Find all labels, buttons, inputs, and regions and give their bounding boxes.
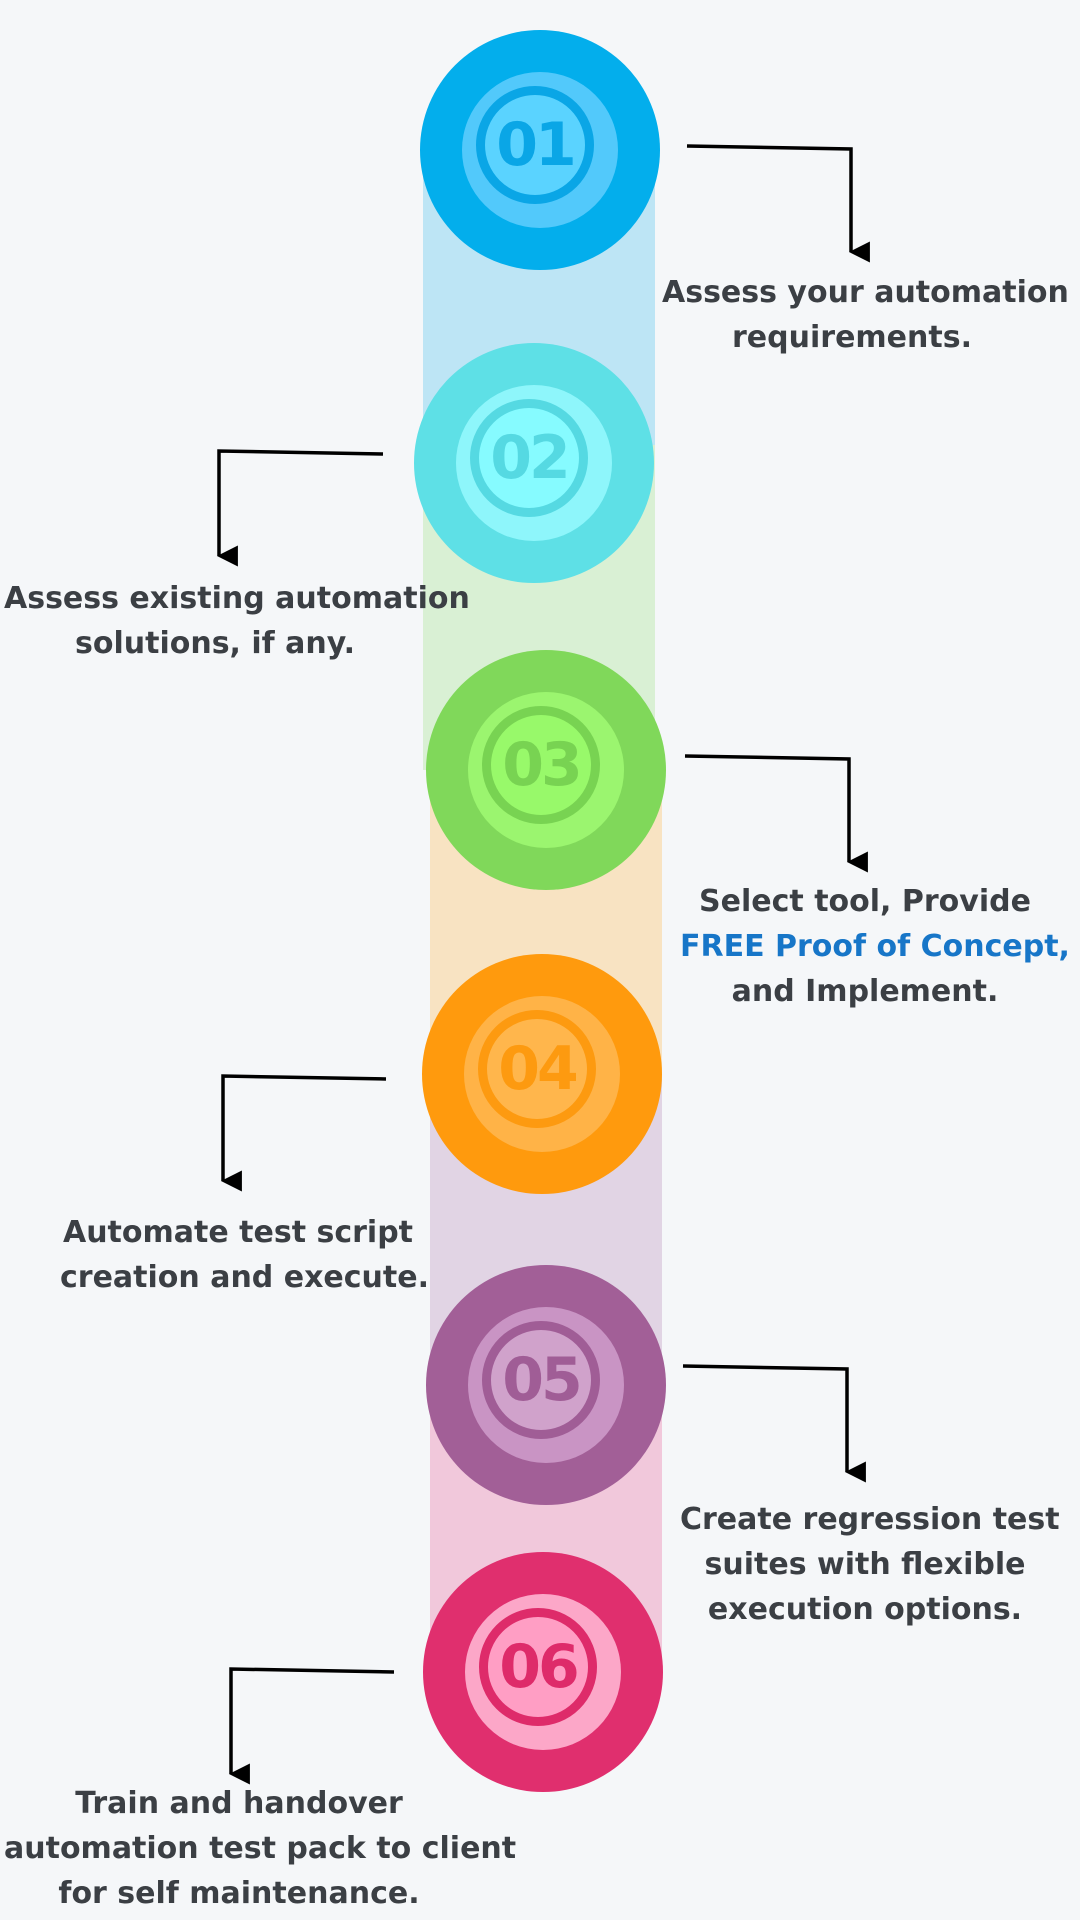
step-4-number: 04: [498, 1034, 578, 1104]
connector-5: [682, 1364, 866, 1483]
step-2-label: Assess existing automation solutions, if…: [4, 581, 470, 661]
step-3-circle: 03: [426, 650, 666, 890]
connector-6: [228, 1667, 395, 1785]
step-2-number: 02: [490, 423, 570, 493]
step-1-circle: 01: [420, 30, 660, 270]
step-5-number: 05: [502, 1345, 582, 1415]
connector-1: [686, 144, 870, 263]
step-1-label: Assess your automation requirements.: [662, 275, 1069, 355]
step-3-label: Select tool, Provide FREE Proof of Conce…: [680, 884, 1070, 1009]
connector-3: [684, 754, 868, 873]
step-4-label: Automate test script creation and execut…: [60, 1215, 429, 1295]
connector-2: [216, 449, 384, 567]
step-6-circle: 06: [423, 1552, 663, 1792]
free-proof-of-concept-highlight: FREE Proof of Concept,: [680, 929, 1070, 964]
step-5-circle: 05: [426, 1265, 666, 1505]
step-1-number: 01: [496, 110, 576, 180]
step-5-label: Create regression test suites with flexi…: [680, 1502, 1060, 1627]
step-6-label: Train and handover automation test pack …: [4, 1786, 517, 1911]
step-4-circle: 04: [422, 954, 662, 1194]
step-6-number: 06: [499, 1632, 579, 1702]
connector-4: [220, 1074, 387, 1192]
step-3-number: 03: [502, 730, 582, 800]
step-2-circle: 02: [414, 343, 654, 583]
